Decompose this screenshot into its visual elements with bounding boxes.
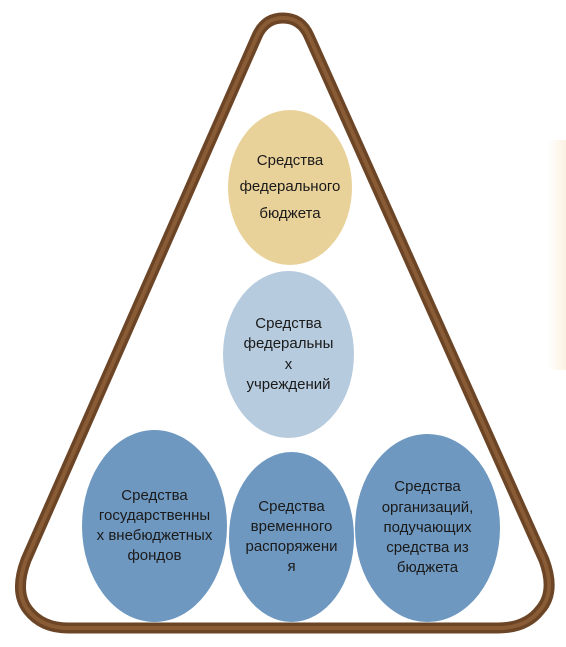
node-federal-budget-label: Средства федерального бюджета — [239, 152, 341, 222]
node-state-funds: Средства государственны х внебюджетных ф… — [82, 430, 227, 622]
node-federal-institutions: Средства федеральны х учреждений — [223, 271, 354, 438]
frame-highlight — [18, 16, 552, 630]
node-organizations-label: Средства организаций, подучающих средств… — [381, 478, 474, 577]
node-temporary-disposal: Средства временного распоряжени я — [229, 452, 354, 622]
node-organizations: Средства организаций, подучающих средств… — [355, 434, 500, 622]
node-state-funds-label: Средства государственны х внебюджетных ф… — [96, 486, 213, 565]
background-shade — [548, 140, 566, 370]
node-federal-institutions-label: Средства федеральны х учреждений — [243, 315, 334, 393]
node-temporary-disposal-label: Средства временного распоряжени я — [245, 497, 338, 576]
node-federal-budget: Средства федерального бюджета — [228, 110, 352, 265]
